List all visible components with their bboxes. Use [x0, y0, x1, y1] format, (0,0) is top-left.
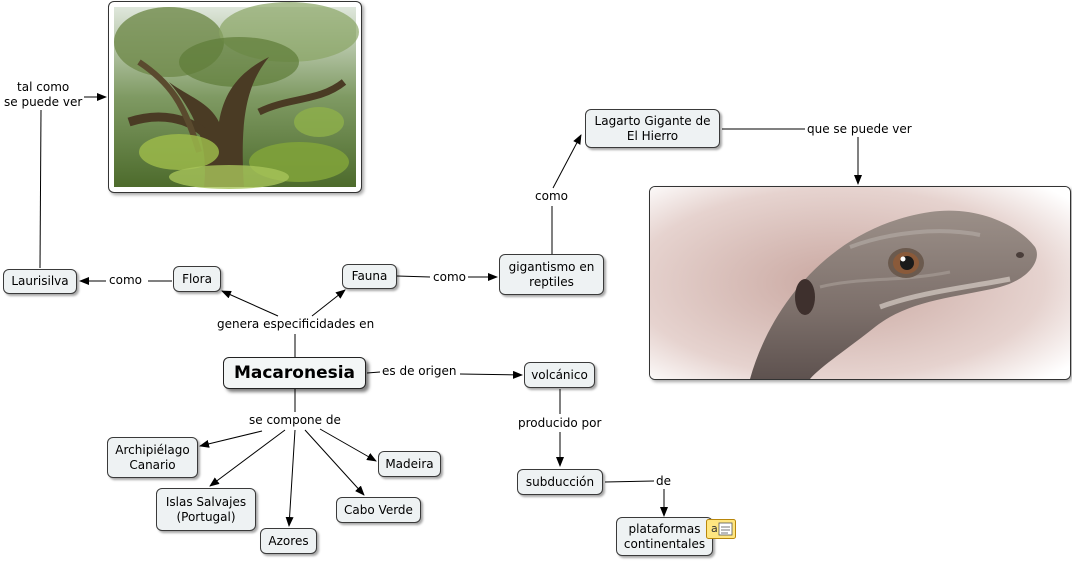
- node-islas-salvajes[interactable]: Islas Salvajes (Portugal): [156, 488, 256, 531]
- link-compone-salvajes: [209, 429, 286, 487]
- forest-photo-illustration: [114, 2, 359, 189]
- link-como-lagarto: [552, 134, 582, 189]
- label-como-flora: como: [107, 273, 144, 288]
- node-volcanico[interactable]: volcánico: [524, 362, 595, 388]
- link-genera-fauna: [311, 289, 346, 317]
- node-madeira[interactable]: Madeira: [378, 451, 441, 477]
- link-fauna-como: [396, 275, 431, 278]
- node-fauna[interactable]: Fauna: [342, 264, 397, 289]
- link-compone-caboverde: [304, 429, 365, 496]
- link-queseve-lizard: [854, 128, 913, 185]
- node-subduccion[interactable]: subducción: [517, 469, 603, 495]
- node-macaronesia[interactable]: Macaronesia: [223, 357, 366, 389]
- forest-image[interactable]: [108, 1, 362, 193]
- note-icon[interactable]: a: [706, 519, 736, 539]
- label-tal-como: tal como se puede ver: [2, 80, 85, 110]
- label-como-fauna: como: [431, 270, 468, 285]
- node-gigantismo-en-reptiles[interactable]: gigantismo en reptiles: [499, 254, 604, 295]
- label-se-compone-de: se compone de: [247, 413, 343, 428]
- link-genera-flora: [221, 290, 279, 317]
- label-como-gigantismo: como: [533, 189, 570, 204]
- link-mac-origen: [366, 371, 381, 374]
- label-de: de: [654, 474, 673, 489]
- label-genera-especificidades: genera especificidades en: [215, 317, 377, 332]
- node-plataformas-continentales[interactable]: plataformas continentales: [616, 517, 713, 556]
- link-compone-azores: [285, 429, 296, 527]
- node-azores[interactable]: Azores: [260, 528, 317, 554]
- link-origen-volcanico: [459, 370, 523, 379]
- node-laurisilva[interactable]: Laurisilva: [3, 269, 77, 294]
- link-laurisilva-talcomo: [39, 109, 42, 269]
- label-producido-por: producido por: [516, 416, 604, 431]
- node-flora[interactable]: Flora: [173, 266, 221, 292]
- node-cabo-verde[interactable]: Cabo Verde: [336, 497, 421, 523]
- svg-text:a: a: [711, 522, 718, 535]
- link-compone-canario: [199, 430, 263, 448]
- label-es-de-origen: es de origen: [380, 364, 459, 379]
- node-lagarto-gigante[interactable]: Lagarto Gigante de El Hierro: [585, 109, 720, 148]
- label-que-se-puede-ver: que se puede ver: [805, 122, 914, 137]
- link-subd-de: [604, 480, 655, 483]
- link-compone-madeira: [319, 428, 377, 462]
- lizard-photo-illustration: [650, 187, 1070, 379]
- lizard-image[interactable]: [649, 186, 1071, 380]
- node-archipielago-canario[interactable]: Archipiélago Canario: [107, 437, 198, 478]
